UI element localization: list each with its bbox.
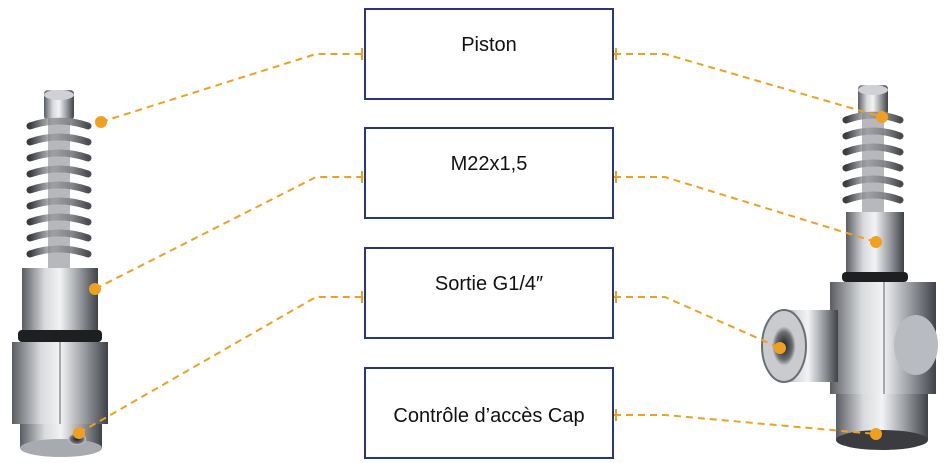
leader-thread-right: [614, 176, 877, 243]
leader-outlet-right: [614, 296, 781, 349]
dot-thread-right: [870, 236, 882, 248]
dot-cap-right: [870, 428, 882, 440]
leader-piston-right: [614, 53, 883, 118]
leader-ticks: [361, 48, 617, 421]
label-piston: Piston: [461, 34, 517, 56]
dot-thread-left: [89, 283, 101, 295]
dot-outlet-right: [774, 342, 786, 354]
dot-piston-right: [876, 111, 888, 123]
label-cap: Contrôle d’accès Cap: [393, 405, 585, 427]
dot-outlet-left: [73, 427, 85, 439]
angled-piston-valve-illustration: [761, 85, 938, 450]
label-outlet: Sortie G1/4″: [434, 273, 544, 295]
leader-outlet-left: [78, 296, 364, 434]
leader-piston-left: [100, 53, 364, 123]
label-box-piston: Piston: [364, 8, 614, 100]
leader-lines: [78, 53, 883, 435]
label-box-outlet: Sortie G1/4″: [364, 247, 614, 339]
dot-piston-left: [95, 116, 107, 128]
straight-piston-valve-illustration: [12, 90, 108, 457]
label-thread: M22x1,5: [450, 153, 528, 175]
label-box-thread: M22x1,5: [364, 127, 614, 219]
leader-thread-left: [94, 176, 364, 290]
label-box-cap: Contrôle d’accès Cap: [364, 367, 614, 459]
callout-dots: [73, 111, 888, 440]
leader-cap-right: [614, 414, 877, 435]
